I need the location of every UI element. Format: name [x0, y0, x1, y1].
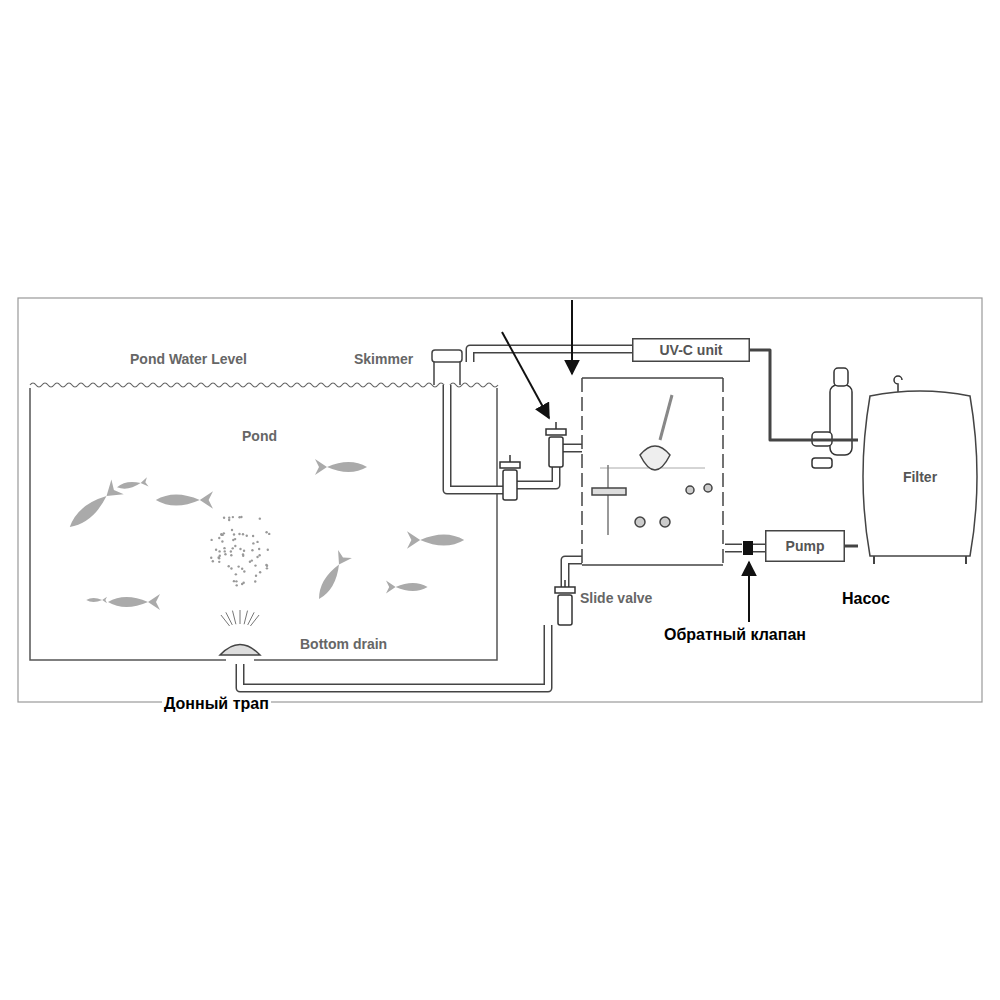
skimmer-body: [434, 362, 460, 385]
unit-box: UV-C unit: [632, 338, 750, 362]
part-label: Pond: [240, 428, 279, 444]
fish: [64, 459, 465, 610]
node-label: UV-C unit: [660, 342, 723, 358]
pipe-connector: [750, 350, 858, 440]
part-label: Обратный клапан: [662, 626, 808, 644]
part-label: Skimmer: [352, 351, 415, 367]
check-valve: [743, 541, 753, 555]
filter-tank: Filter: [858, 392, 982, 562]
part-label: Pond Water Level: [128, 351, 249, 367]
part-label: Bottom drain: [298, 636, 389, 652]
pointer-arrows: [502, 300, 749, 622]
node-label: Pump: [786, 538, 825, 554]
pipe-connector: [845, 545, 858, 548]
part-label: Донный трап: [162, 695, 271, 713]
node-label: Filter: [903, 469, 937, 485]
water-level: [30, 383, 498, 387]
bottom-drain: [210, 516, 270, 655]
unit-box: Pump: [765, 530, 845, 562]
valves: [500, 422, 575, 625]
skimmer: [432, 350, 462, 362]
filter-chamber: [582, 378, 723, 565]
part-label: Slide valve: [578, 590, 654, 606]
pond-wall: [30, 388, 497, 660]
part-label: Насос: [840, 590, 892, 608]
frame: [18, 298, 982, 702]
